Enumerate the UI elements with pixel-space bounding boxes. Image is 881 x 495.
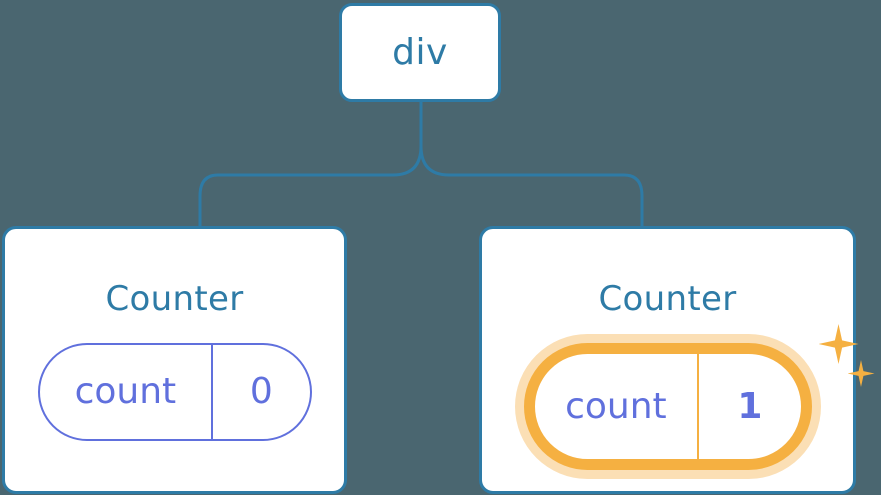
node-div-label: div	[392, 31, 448, 73]
sparkles-group	[813, 324, 879, 400]
state-pill-wrapper: count 1	[523, 324, 875, 470]
state-pill-highlighted[interactable]: count 1	[523, 343, 812, 470]
component-card-counter-left[interactable]: Counter count 0	[2, 226, 347, 494]
connector-branch-right	[419, 144, 644, 229]
sparkle-small-icon	[847, 360, 875, 387]
node-div[interactable]: div	[339, 3, 501, 102]
state-pill-key: count	[535, 354, 700, 459]
component-card-title: Counter	[598, 279, 737, 319]
state-pill-value: 0	[249, 371, 273, 412]
component-card-title: Counter	[105, 279, 244, 319]
sparkle-large-icon	[818, 324, 859, 364]
state-pill-wrapper: count 0	[37, 343, 312, 441]
state-pill[interactable]: count 0	[37, 343, 312, 441]
connector-branch-left	[198, 144, 423, 229]
state-pill-key: count	[40, 345, 214, 439]
state-pill-value: 1	[737, 385, 763, 427]
component-card-counter-right[interactable]: Counter count 1	[479, 226, 875, 494]
